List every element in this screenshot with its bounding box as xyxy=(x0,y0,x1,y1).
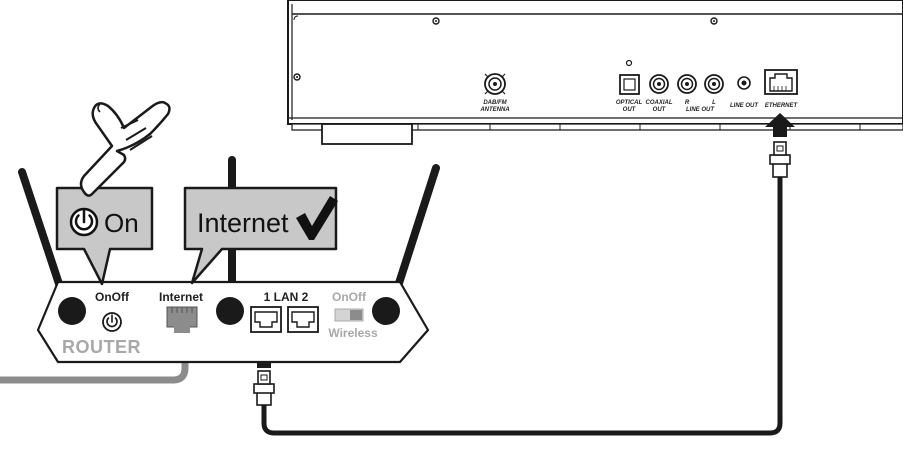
internet-callout-text: Internet xyxy=(197,208,289,238)
ethernet-label: ETHERNET xyxy=(765,103,799,109)
screw-icon xyxy=(432,17,440,25)
screw-icon xyxy=(625,59,633,67)
coaxial-label-line2: OUT xyxy=(653,107,667,113)
power-button-icon[interactable] xyxy=(102,312,122,332)
internet-callout: Internet xyxy=(183,186,338,285)
line-out-right-port-icon xyxy=(677,74,697,94)
arrow-up-icon xyxy=(765,113,795,137)
router-label: ROUTER xyxy=(62,337,141,357)
internet-port-icon[interactable] xyxy=(166,306,198,333)
wireless-label: Wireless xyxy=(328,326,378,340)
power-callout-text: On xyxy=(104,208,139,238)
line-out-r-label: R xyxy=(685,100,690,106)
line-out-l-label: L xyxy=(712,100,716,106)
screw-icon xyxy=(710,17,718,25)
line-out-label: LINE OUT xyxy=(686,107,715,113)
power-icon xyxy=(69,207,99,237)
line-out-jack-label: LINE OUT xyxy=(730,103,759,109)
ethernet-plug-icon xyxy=(769,141,791,178)
wireless-onoff-label: OnOff xyxy=(332,290,367,304)
antenna-connector-icon xyxy=(484,73,506,95)
lan-port-2-icon[interactable] xyxy=(287,306,319,333)
ethernet-port-icon xyxy=(764,69,798,95)
wireless-toggle[interactable] xyxy=(334,308,364,322)
optical-label-line2: OUT xyxy=(623,107,637,113)
line-out-jack-icon xyxy=(737,76,751,90)
router-lan-label: 1 LAN 2 xyxy=(264,290,309,304)
screw-icon xyxy=(293,73,301,81)
coaxial-port-icon xyxy=(649,74,669,94)
pointing-hand-icon xyxy=(79,100,171,197)
internet-cable xyxy=(0,330,189,384)
coaxial-label-line1: COAXIAL xyxy=(646,100,673,106)
router: OnOff ROUTER Internet 1 LAN 2 OnOff xyxy=(18,156,440,364)
device-rear-panel: DAB/FM ANTENNA OPTICAL OUT COAXIAL OUT xyxy=(287,0,903,145)
checkmark-icon xyxy=(296,196,338,240)
optical-label-line1: OPTICAL xyxy=(616,100,643,106)
lan-port-1-icon[interactable] xyxy=(250,306,282,333)
optical-port-icon xyxy=(619,74,640,95)
antenna-label-line1: DAB/FM xyxy=(483,100,507,106)
router-onoff-label: OnOff xyxy=(95,290,130,304)
router-internet-label: Internet xyxy=(159,290,203,304)
line-out-left-port-icon xyxy=(704,74,724,94)
ethernet-plug-icon xyxy=(253,370,275,406)
ethernet-cable xyxy=(261,175,783,436)
power-callout: On xyxy=(55,100,171,286)
antenna-label-line2: ANTENNA xyxy=(479,107,509,113)
